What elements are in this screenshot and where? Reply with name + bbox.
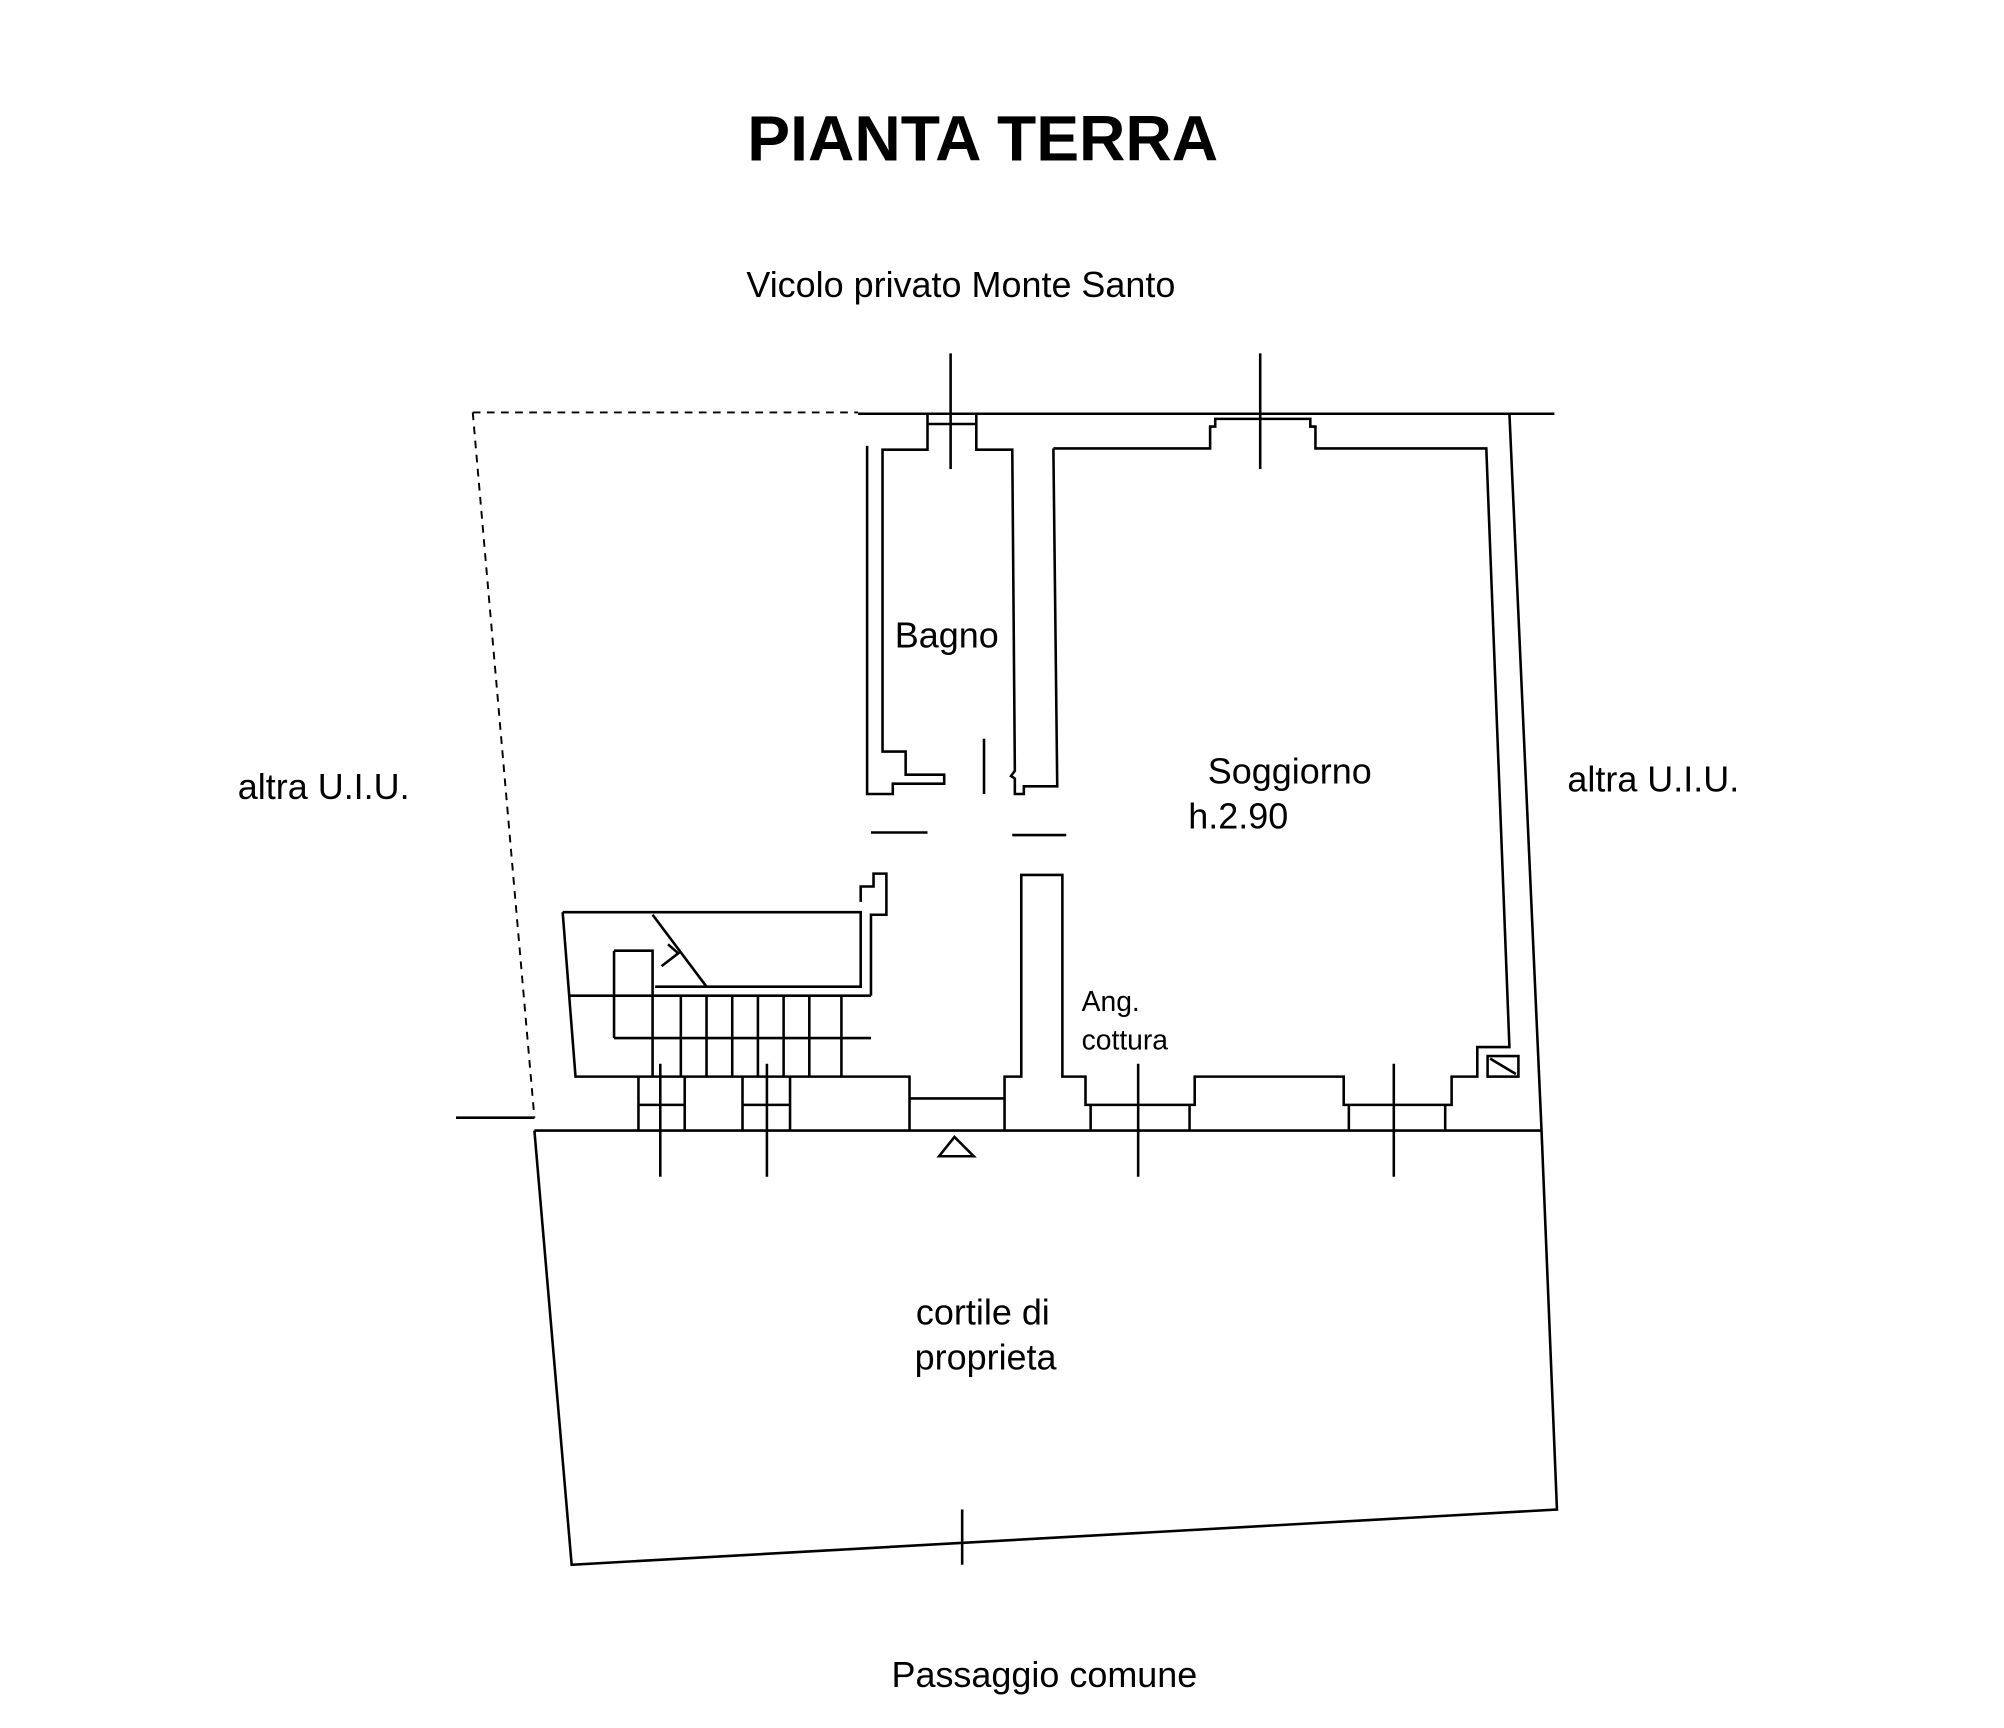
living-room-walls — [1003, 417, 1520, 1131]
kitchen-label-2: cottura — [1082, 1024, 1169, 1056]
south-street-label: Passaggio comune — [891, 1654, 1197, 1695]
north-street-label: Vicolo privato Monte Santo — [746, 264, 1175, 305]
courtyard-label-1: cortile di — [916, 1292, 1050, 1333]
property-boundary — [456, 411, 1559, 1567]
plan-title: PIANTA TERRA — [747, 103, 1218, 175]
left-neighbor-label: altra U.I.U. — [238, 766, 410, 807]
window-markers — [659, 353, 1396, 1565]
living-room-label: Soggiorno — [1208, 751, 1372, 792]
bathroom-walls — [865, 413, 1067, 837]
entrance-triangle-icon — [936, 1135, 977, 1158]
living-room-height: h.2.90 — [1188, 796, 1288, 837]
right-neighbor-label: altra U.I.U. — [1567, 758, 1739, 799]
stairs — [561, 872, 1005, 1131]
courtyard-label-2: proprieta — [915, 1336, 1057, 1377]
chimney-icon — [1486, 1054, 1520, 1078]
kitchen-label-1: Ang. — [1082, 985, 1140, 1017]
bathroom-label: Bagno — [895, 615, 999, 656]
